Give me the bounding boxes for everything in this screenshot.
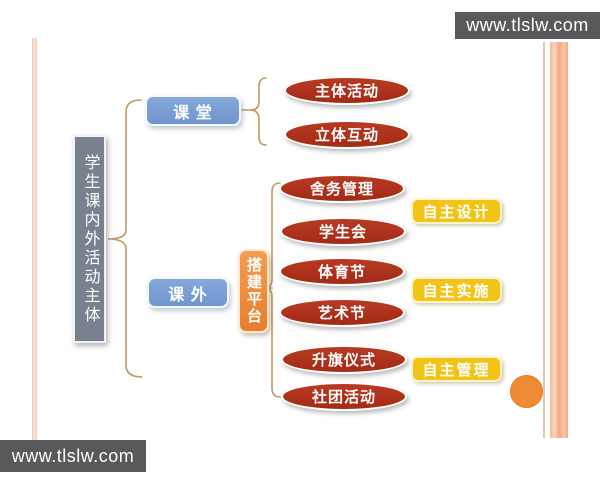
ellipse-sports-festival: 体育节 xyxy=(279,257,405,286)
ellipse-student-union: 学生会 xyxy=(280,217,406,246)
watermark-banner-bottom: www.tlslw.com xyxy=(0,440,146,472)
node-root-subject: 学生课内外活动主体 xyxy=(73,135,106,343)
node-extracurricular: 课 外 xyxy=(147,277,229,308)
ellipse-flag-ceremony: 升旗仪式 xyxy=(281,345,407,374)
ellipse-dorm-management: 舍务管理 xyxy=(279,174,405,203)
badge-self-design: 自主设计 xyxy=(411,198,502,224)
badge-self-management: 自主管理 xyxy=(411,356,502,382)
page-edge-line-right xyxy=(543,42,545,438)
brace-classroom xyxy=(240,77,267,146)
watermark-banner-top: www.tlslw.com xyxy=(455,12,600,39)
ellipse-club-activity: 社团活动 xyxy=(281,382,407,411)
brace-root xyxy=(107,99,143,378)
page-edge-stripe-right xyxy=(550,42,568,438)
badge-self-implementation: 自主实施 xyxy=(411,277,502,303)
accent-circle xyxy=(510,375,543,408)
ellipse-stereo-interaction: 立体互动 xyxy=(284,120,410,149)
ellipse-subject-activity: 主体活动 xyxy=(284,76,410,105)
ellipse-art-festival: 艺术节 xyxy=(279,298,405,327)
page-edge-line-left xyxy=(32,38,37,440)
node-build-platform: 搭建平台 xyxy=(238,249,269,333)
node-classroom: 课 堂 xyxy=(145,95,241,126)
